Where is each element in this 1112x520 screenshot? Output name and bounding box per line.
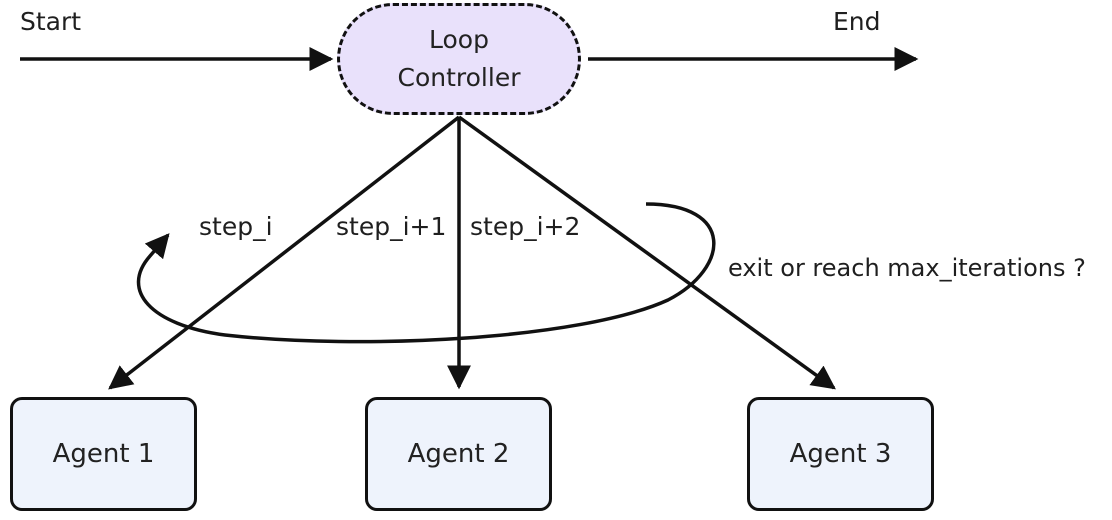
step-label-2: step_i+1	[336, 212, 447, 241]
controller-label-line2: Controller	[397, 63, 521, 92]
controller-label-line1: Loop	[429, 25, 489, 54]
end-label: End	[833, 7, 881, 36]
agent-label-3: Agent 3	[789, 439, 892, 469]
agent-node-1[interactable]: Agent 1	[10, 397, 197, 511]
edge-to-agent-3	[457, 115, 836, 390]
agent-node-2[interactable]: Agent 2	[365, 397, 552, 511]
loop-back-arrow	[136, 202, 716, 344]
agent-label-2: Agent 2	[407, 439, 510, 469]
loop-controller-node[interactable]: Loop Controller	[337, 3, 581, 115]
step-label-1: step_i	[199, 212, 273, 241]
step-label-3: step_i+2	[470, 212, 581, 241]
edge-to-agent-1	[108, 115, 461, 390]
agent-node-3[interactable]: Agent 3	[747, 397, 934, 511]
loop-condition-label: exit or reach max_iterations ?	[728, 254, 1086, 282]
agent-label-1: Agent 1	[52, 439, 155, 469]
start-label: Start	[20, 7, 82, 36]
